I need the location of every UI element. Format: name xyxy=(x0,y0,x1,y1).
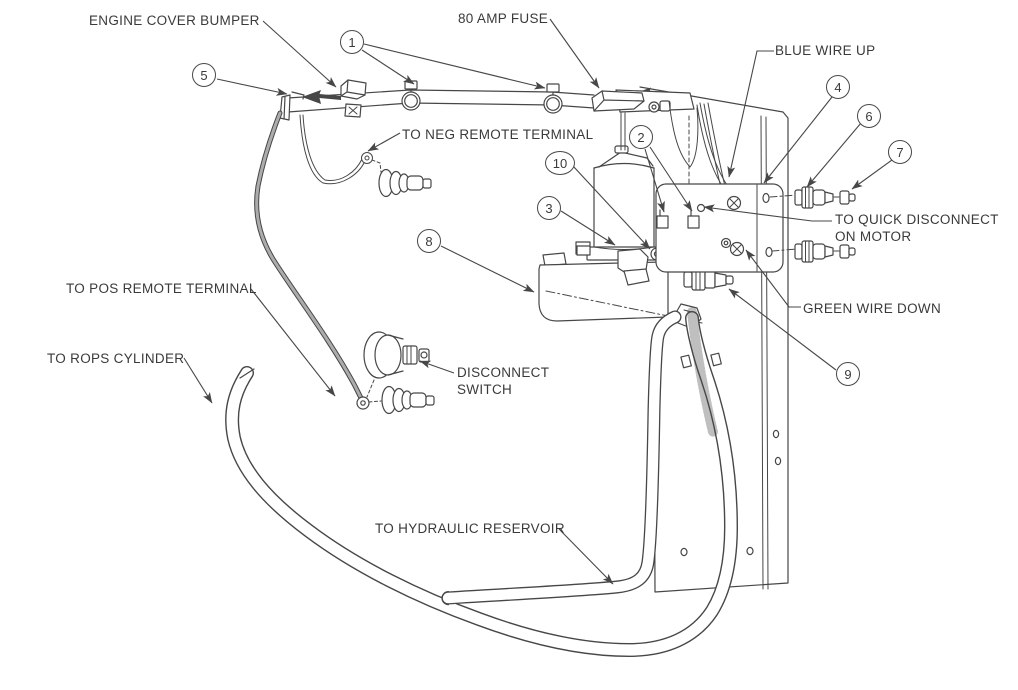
label-to-neg-remote-terminal: TO NEG REMOTE TERMINAL xyxy=(402,127,594,142)
balloon-item-6: 6 xyxy=(857,104,881,128)
positive-cable xyxy=(254,110,364,401)
rops-hose xyxy=(225,307,738,657)
label-disconnect-switch: DISCONNECT SWITCH xyxy=(457,365,550,397)
label-to-pos-remote-terminal: TO POS REMOTE TERMINAL xyxy=(66,281,257,296)
leader-lines xyxy=(183,18,893,585)
label-to-quick-disconnect-on-motor: TO QUICK DISCONNECT ON MOTOR xyxy=(835,212,999,244)
label-engine-cover-bumper: ENGINE COVER BUMPER xyxy=(89,13,260,28)
balloon-item-9: 9 xyxy=(836,362,860,386)
quick-disconnect-fitting xyxy=(794,186,856,209)
label-green-wire-down: GREEN WIRE DOWN xyxy=(803,301,941,316)
disconnect-switch-part xyxy=(363,331,430,398)
balloon-item-10: 10 xyxy=(545,151,575,175)
balloon-item-4: 4 xyxy=(826,75,850,99)
fuse-holder xyxy=(591,89,695,113)
hose-coupler xyxy=(683,267,734,291)
bracket-plate xyxy=(655,183,798,273)
label-80-amp-fuse: 80 AMP FUSE xyxy=(458,11,549,26)
neg-remote-terminal-lug xyxy=(378,168,432,198)
balloon-item-2: 2 xyxy=(629,125,653,149)
reservoir-hose xyxy=(441,310,682,606)
quick-disconnect-fitting xyxy=(794,240,856,263)
balloon-item-3: 3 xyxy=(537,196,561,220)
balloon-item-8: 8 xyxy=(417,229,441,253)
negative-wire xyxy=(299,114,382,185)
balloon-item-1: 1 xyxy=(340,30,364,54)
balloon-item-5: 5 xyxy=(192,63,216,87)
cable-clamp xyxy=(543,83,563,114)
label-blue-wire-up: BLUE WIRE UP xyxy=(775,43,876,58)
pos-remote-terminal-lug xyxy=(356,385,435,415)
balloon-item-7: 7 xyxy=(888,140,912,164)
cable-clamp xyxy=(401,80,421,111)
engine-cover-bumper-part xyxy=(340,79,367,118)
label-to-rops-cylinder: TO ROPS CYLINDER xyxy=(47,351,185,366)
label-to-hydraulic-reservoir: TO HYDRAULIC RESERVOIR xyxy=(375,521,565,536)
